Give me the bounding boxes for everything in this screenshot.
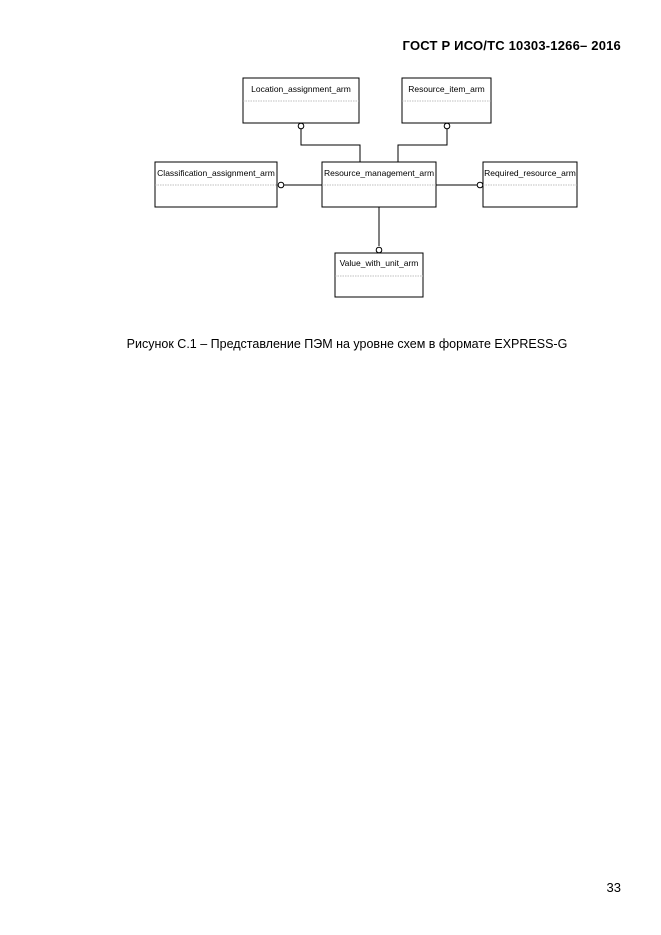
connector-resource-item-to-resource-management bbox=[397, 129, 448, 162]
entity-value-with-unit-arm: Value_with_unit_arm bbox=[334, 252, 424, 298]
entity-location-assignment-arm: Location_assignment_arm bbox=[242, 77, 360, 124]
relationship-end-circle bbox=[277, 181, 285, 189]
relationship-end-circle bbox=[476, 181, 484, 189]
entity-label: Resource_item_arm bbox=[408, 84, 485, 94]
entity-label: Resource_management_arm bbox=[324, 168, 434, 178]
relationship-end-circle bbox=[443, 122, 451, 130]
express-g-diagram: Location_assignment_arm Resource_item_ar… bbox=[154, 77, 578, 298]
page-number: 33 bbox=[606, 880, 621, 895]
entity-label: Value_with_unit_arm bbox=[340, 258, 419, 268]
entity-resource-management-arm: Resource_management_arm bbox=[321, 161, 437, 208]
entity-label: Location_assignment_arm bbox=[251, 84, 351, 94]
entity-label: Classification_assignment_arm bbox=[157, 168, 275, 178]
relationship-end-circle bbox=[297, 122, 305, 130]
entity-required-resource-arm: Required_resource_arm bbox=[482, 161, 578, 208]
standard-code: ГОСТ Р ИСО/ТС 10303-1266– 2016 bbox=[402, 38, 621, 53]
figure-caption: Рисунок С.1 – Представление ПЭМ на уровн… bbox=[126, 337, 568, 351]
entity-label: Required_resource_arm bbox=[484, 168, 576, 178]
connector-location-to-resource-management bbox=[300, 129, 361, 162]
entity-classification-assignment-arm: Classification_assignment_arm bbox=[154, 161, 278, 208]
relationship-end-circle bbox=[375, 246, 383, 254]
entity-resource-item-arm: Resource_item_arm bbox=[401, 77, 492, 124]
